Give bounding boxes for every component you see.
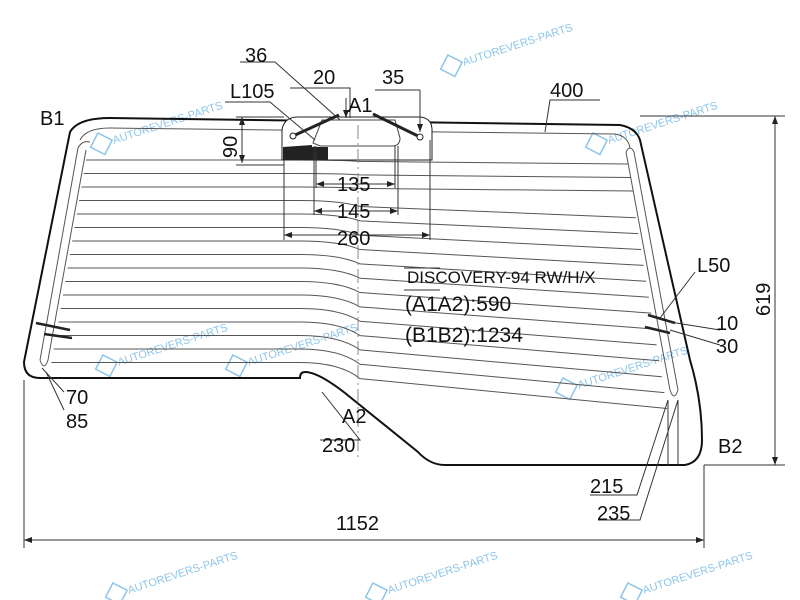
heater-line <box>63 294 655 330</box>
dim-30: 30 <box>716 336 738 358</box>
watermark-logo: AUTOREVERS-PARTS <box>619 550 754 600</box>
brake-light-block <box>283 145 328 160</box>
watermark-text: AUTOREVERS-PARTS <box>606 100 719 147</box>
heater-line <box>79 200 636 219</box>
watermark-logo-icon <box>584 131 609 156</box>
dimension-lines <box>23 61 785 548</box>
watermark-logo-icon <box>364 581 389 600</box>
watermark-logo-icon <box>619 581 644 600</box>
watermark-logo: AUTOREVERS-PARTS <box>439 22 574 78</box>
dim-1152: 1152 <box>336 513 379 535</box>
heater-line <box>56 335 662 378</box>
point-a1: A1 <box>348 95 372 117</box>
busbar-right <box>625 147 679 397</box>
watermark-logo-icon <box>104 581 129 600</box>
heater-line <box>67 267 649 298</box>
dim-260: 260 <box>337 228 370 250</box>
dim-70: 70 <box>66 387 88 409</box>
watermark-logo: AUTOREVERS-PARTS <box>224 322 359 378</box>
watermark-text: AUTOREVERS-PARTS <box>576 345 689 392</box>
point-a2: A2 <box>342 406 366 428</box>
heater-line <box>81 186 634 192</box>
watermark-logo: AUTOREVERS-PARTS <box>584 100 719 156</box>
heater-line <box>51 362 668 409</box>
watermark-logo-icon <box>554 376 579 401</box>
wiper-left <box>292 113 340 138</box>
heater-line <box>60 308 657 346</box>
heater-line <box>72 240 644 266</box>
heater-line <box>76 213 639 235</box>
heater-lines <box>51 159 668 409</box>
dim-619: 619 <box>753 283 775 316</box>
watermark-text: AUTOREVERS-PARTS <box>111 100 224 147</box>
dim-l50: L50 <box>697 255 730 277</box>
dim-235: 235 <box>597 503 630 525</box>
dim-36: 36 <box>245 45 267 67</box>
spec-b1b2: (B1B2):1234 <box>405 324 523 347</box>
dim-l105: L105 <box>230 81 275 103</box>
watermark-text: AUTOREVERS-PARTS <box>116 322 229 369</box>
dim-20: 20 <box>313 67 335 89</box>
wiper-pivot-left <box>289 132 297 140</box>
model-title: DISCOVERY-94 RW/H/X <box>407 268 596 287</box>
heater-line <box>65 281 652 314</box>
dim-145: 145 <box>337 201 370 223</box>
heater-line <box>69 254 647 282</box>
watermark-text: AUTOREVERS-PARTS <box>246 322 359 369</box>
watermark-logo: AUTOREVERS-PARTS <box>104 550 239 600</box>
heater-line <box>86 159 629 165</box>
watermark-text: AUTOREVERS-PARTS <box>386 550 499 597</box>
watermark-logo-icon <box>224 353 249 378</box>
point-b1: B1 <box>40 108 64 130</box>
dim-230: 230 <box>322 435 355 457</box>
dim-85: 85 <box>66 411 88 433</box>
wiper-right <box>372 112 421 139</box>
connector-left <box>35 321 73 340</box>
dim-400: 400 <box>550 80 583 102</box>
watermark-text: AUTOREVERS-PARTS <box>126 550 239 597</box>
watermark-logo: AUTOREVERS-PARTS <box>89 100 224 156</box>
heater-line <box>58 321 660 362</box>
watermark-logo-icon <box>439 53 464 78</box>
dim-10: 10 <box>716 313 738 335</box>
heater-line <box>53 348 665 394</box>
dim-215: 215 <box>590 476 623 498</box>
dim-90: 90 <box>220 136 242 158</box>
dim-35: 35 <box>382 67 404 89</box>
watermark-text: AUTOREVERS-PARTS <box>641 550 754 597</box>
point-b2: B2 <box>718 436 742 458</box>
spec-a1a2: (A1A2):590 <box>405 293 511 316</box>
watermark-logo-icon <box>89 131 114 156</box>
busbar-left <box>39 141 91 367</box>
watermark-logo-icon <box>94 353 119 378</box>
glass-outline <box>22 116 704 466</box>
heater-line <box>83 173 631 178</box>
dim-135: 135 <box>337 174 370 196</box>
watermark-logo: AUTOREVERS-PARTS <box>94 322 229 378</box>
wiper-pivot-right <box>416 133 424 141</box>
watermark-text: AUTOREVERS-PARTS <box>461 22 574 69</box>
brake-light-inner <box>312 119 401 147</box>
watermark-logo: AUTOREVERS-PARTS <box>364 550 499 600</box>
